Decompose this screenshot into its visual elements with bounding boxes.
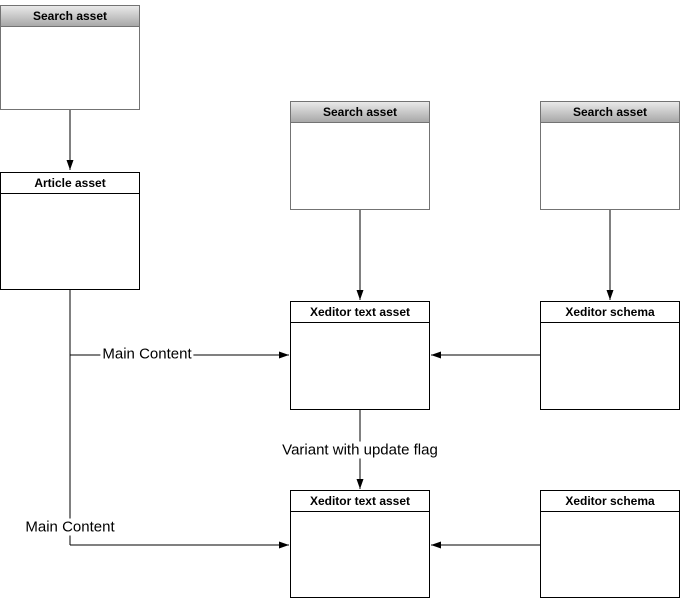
node-article-asset[interactable]: Article asset	[0, 172, 140, 290]
node-title: Search asset	[291, 102, 429, 123]
node-search-asset-middle[interactable]: Search asset	[290, 101, 430, 210]
node-search-asset-right[interactable]: Search asset	[540, 101, 680, 210]
node-title: Xeditor text asset	[291, 302, 429, 323]
node-title: Xeditor schema	[541, 491, 679, 512]
node-title: Xeditor text asset	[291, 491, 429, 512]
node-title: Search asset	[541, 102, 679, 123]
node-title: Xeditor schema	[541, 302, 679, 323]
node-title: Article asset	[1, 173, 139, 194]
node-search-asset-top-left[interactable]: Search asset	[0, 5, 140, 110]
edge-label-variant-with-update-flag: Variant with update flag	[280, 441, 440, 459]
node-xeditor-schema-middle[interactable]: Xeditor schema	[540, 301, 680, 410]
node-xeditor-text-asset-middle[interactable]: Xeditor text asset	[290, 301, 430, 410]
node-xeditor-text-asset-bottom[interactable]: Xeditor text asset	[290, 490, 430, 598]
edge-label-main-content-upper: Main Content	[100, 345, 194, 363]
edge-label-main-content-lower: Main Content	[23, 518, 117, 536]
node-title: Search asset	[1, 6, 139, 27]
node-xeditor-schema-bottom[interactable]: Xeditor schema	[540, 490, 680, 598]
